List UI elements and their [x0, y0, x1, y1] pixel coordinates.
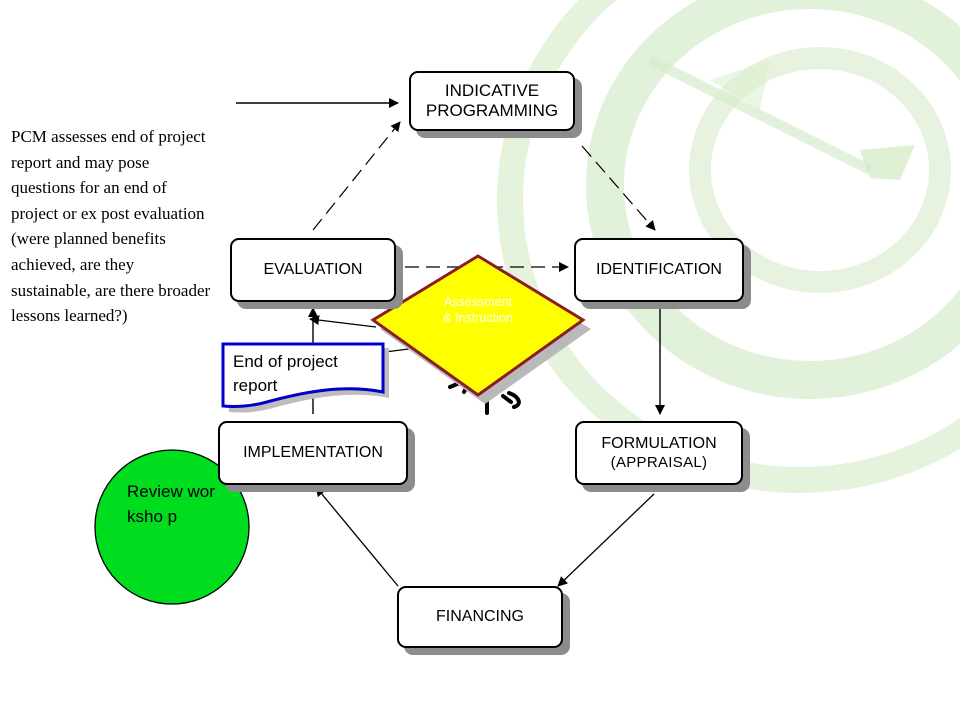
arrow-indicative-to-identification: [581, 145, 656, 231]
pcm-note-text: PCM assesses end of project report and m…: [11, 127, 211, 326]
assessment-label: Assessment & Instruction: [420, 294, 536, 327]
stage-indicative-label-line1: INDICATIVE: [444, 80, 540, 100]
stage-financing[interactable]: FINANCING: [397, 586, 563, 648]
stage-identification[interactable]: IDENTIFICATION: [574, 238, 744, 302]
assessment-diamond: [370, 254, 591, 404]
review-workshop-label: Review worksho p: [127, 482, 215, 526]
arrow-assessment-to-evaluation: [309, 315, 377, 328]
report-label-line1: End of project: [233, 352, 338, 371]
review-workshop-circle: [94, 449, 250, 605]
stage-financing-label: FINANCING: [436, 608, 524, 626]
stage-formulation[interactable]: FORMULATION (APPRAISAL): [575, 421, 743, 485]
report-label-line2: report: [233, 376, 278, 395]
assessment-label-line2: & Instruction: [443, 311, 513, 326]
stage-formulation-label: FORMULATION: [601, 435, 717, 453]
stage-indicative-programming[interactable]: INDICATIVE PROGRAMMING: [409, 71, 575, 131]
stage-evaluation[interactable]: EVALUATION: [230, 238, 396, 302]
stage-evaluation-label: EVALUATION: [263, 261, 363, 279]
stage-identification-label: IDENTIFICATION: [596, 261, 722, 279]
assessment-label-line1: Assessment: [443, 295, 513, 309]
stage-implementation[interactable]: IMPLEMENTATION: [218, 421, 408, 485]
document-shape: [221, 342, 389, 413]
report-label: End of project report: [233, 350, 383, 398]
stage-indicative-label-line2: PROGRAMMING: [425, 101, 559, 120]
stage-formulation-sublabel: (APPRAISAL): [610, 453, 708, 471]
arrow-formulation-to-financing: [557, 493, 655, 587]
arrow-financing-to-implementation: [315, 486, 399, 587]
assessment-diamond-shape: [370, 254, 586, 397]
document-body: [221, 342, 385, 409]
arrow-evaluation-to-indicative: [312, 121, 401, 231]
stage-implementation-label: IMPLEMENTATION: [243, 444, 383, 462]
